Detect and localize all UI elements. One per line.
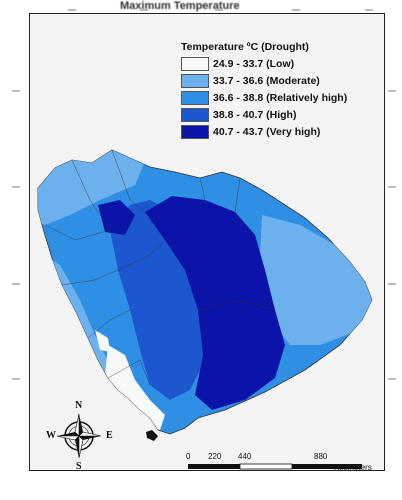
legend: Temperature ºC (Drought) 24.9 - 33.7 (Lo… [181,42,367,141]
tick-mark [388,186,396,188]
boundary-line [107,359,151,386]
legend-label: 24.9 - 33.7 (Low) [213,57,295,70]
compass-n: N [75,400,83,411]
legend-swatch [181,74,209,88]
legend-swatch [181,108,209,122]
tick-mark [12,186,20,188]
admin-boundaries [44,149,276,386]
compass-point [79,414,83,436]
island [146,430,158,441]
compass-point [75,436,79,458]
legend-label: 33.7 - 36.6 (Moderate) [213,74,320,87]
tick-mark [215,9,223,11]
tick-mark [12,90,20,92]
scale-tick-880: 880 [314,452,328,461]
legend-title: Temperature ºC (Drought) [181,41,309,53]
compass-point [79,436,101,440]
boundary-line [61,269,119,286]
legend-swatch [181,57,209,71]
compass-rose [56,413,102,459]
compass-point [57,432,79,436]
boundary-line [117,239,166,271]
tick-mark [292,9,300,11]
boundary-line [44,224,111,241]
zone-moderate-north [38,150,150,225]
legend-item: 33.7 - 36.6 (Moderate) [181,73,367,90]
boundary-line [71,159,111,231]
scale-tick-0: 0 [186,452,191,461]
scale-tick-220: 220 [208,452,222,461]
legend-swatch [181,91,209,105]
legend-item: 24.9 - 33.7 (Low) [181,56,367,73]
zone-low-southwest [105,345,165,430]
legend-label: 36.6 - 38.8 (Relatively high) [213,91,348,104]
zone-low-patch [95,330,110,352]
zone-moderate-east [260,215,372,345]
compass-s: S [76,461,82,472]
legend-label: 38.8 - 40.7 (High) [213,108,297,121]
tick-mark [388,378,396,380]
scale-bar [188,463,362,470]
compass-w: W [46,430,56,441]
legend-item: 40.7 - 43.7 (Very high) [181,124,367,141]
scale-unit: Kilometers [334,463,372,472]
compass-point [56,435,80,441]
map-title: Maximum Temperature [120,0,240,12]
compass-e: E [106,430,113,441]
tick-mark [140,9,148,11]
boundary-line [234,177,256,236]
boundary-line [199,177,206,201]
compass-point [78,431,102,437]
tick-mark [388,90,396,92]
tick-mark [68,9,76,11]
zone-very-high [145,196,285,410]
boundary-line [87,309,131,339]
tick-mark [12,378,20,380]
legend-item: 38.8 - 40.7 (High) [181,107,367,124]
tick-mark [388,283,396,285]
tick-mark [12,283,20,285]
tick-mark [365,9,373,11]
boundary-line [197,299,276,311]
scale-segment [239,463,293,470]
scale-tick-440: 440 [238,452,252,461]
legend-swatch [181,125,209,139]
legend-item: 36.6 - 38.8 (Relatively high) [181,90,367,107]
scale-segment [292,464,362,469]
legend-label: 40.7 - 43.7 (Very high) [213,125,321,138]
boundary-line [111,149,146,213]
scale-segment [188,464,240,469]
